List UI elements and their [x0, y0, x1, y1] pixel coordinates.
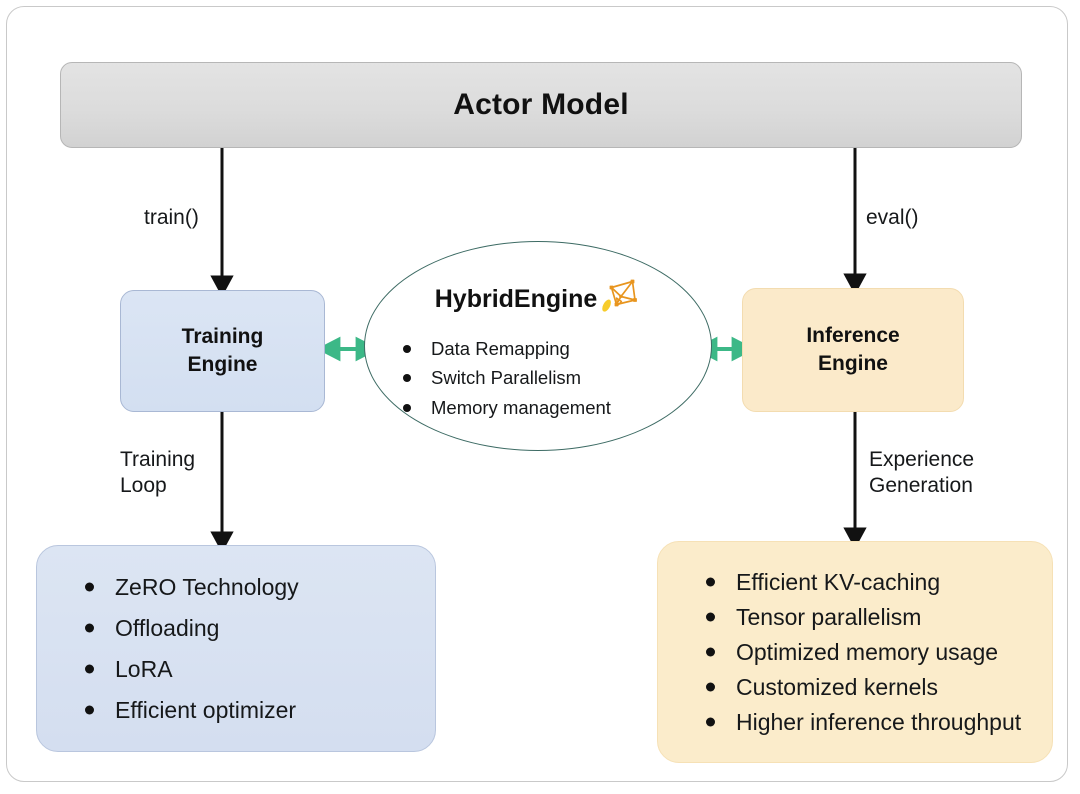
training-engine-box[interactable]: Training Engine: [120, 290, 325, 412]
list-item: Customized kernels: [736, 670, 1026, 705]
inference-engine-label-line1: Inference: [806, 323, 900, 347]
list-item: Memory management: [431, 393, 711, 422]
list-item: Switch Parallelism: [431, 363, 711, 392]
list-item: Tensor parallelism: [736, 600, 1026, 635]
list-item: Optimized memory usage: [736, 635, 1026, 670]
list-item: Offloading: [115, 608, 409, 649]
list-item: Higher inference throughput: [736, 705, 1026, 740]
inference-features-box[interactable]: Efficient KV-caching Tensor parallelism …: [657, 541, 1053, 763]
list-item: ZeRO Technology: [115, 567, 409, 608]
list-item: Efficient optimizer: [115, 690, 409, 731]
edge-label-train: train(): [144, 206, 199, 229]
list-item: LoRA: [115, 649, 409, 690]
rocket-icon: [599, 274, 641, 321]
training-engine-label-line2: Engine: [187, 353, 258, 376]
list-item: Efficient KV-caching: [736, 565, 1026, 600]
training-engine-label-line1: Training: [181, 324, 264, 348]
hybrid-engine-feature-list: Data Remapping Switch Parallelism Memory…: [365, 334, 711, 422]
hybrid-engine-title-row: HybridEngine: [365, 278, 711, 321]
edge-label-experience-generation: Experience Generation: [869, 448, 975, 497]
training-features-list: ZeRO Technology Offloading LoRA Efficien…: [71, 567, 409, 731]
actor-model-box[interactable]: Actor Model: [60, 62, 1022, 148]
edge-label-eval: eval(): [866, 206, 919, 229]
training-features-box[interactable]: ZeRO Technology Offloading LoRA Efficien…: [36, 545, 436, 752]
list-item: Data Remapping: [431, 334, 711, 363]
inference-engine-label-line2: Engine: [817, 352, 888, 375]
hybrid-engine-ellipse[interactable]: HybridEngine: [364, 241, 712, 451]
inference-engine-box[interactable]: Inference Engine: [742, 288, 964, 412]
hybrid-engine-title: HybridEngine: [434, 285, 598, 313]
actor-model-label: Actor Model: [453, 88, 629, 121]
inference-features-list: Efficient KV-caching Tensor parallelism …: [692, 565, 1026, 740]
edge-label-training-loop: Training Loop: [120, 448, 196, 497]
